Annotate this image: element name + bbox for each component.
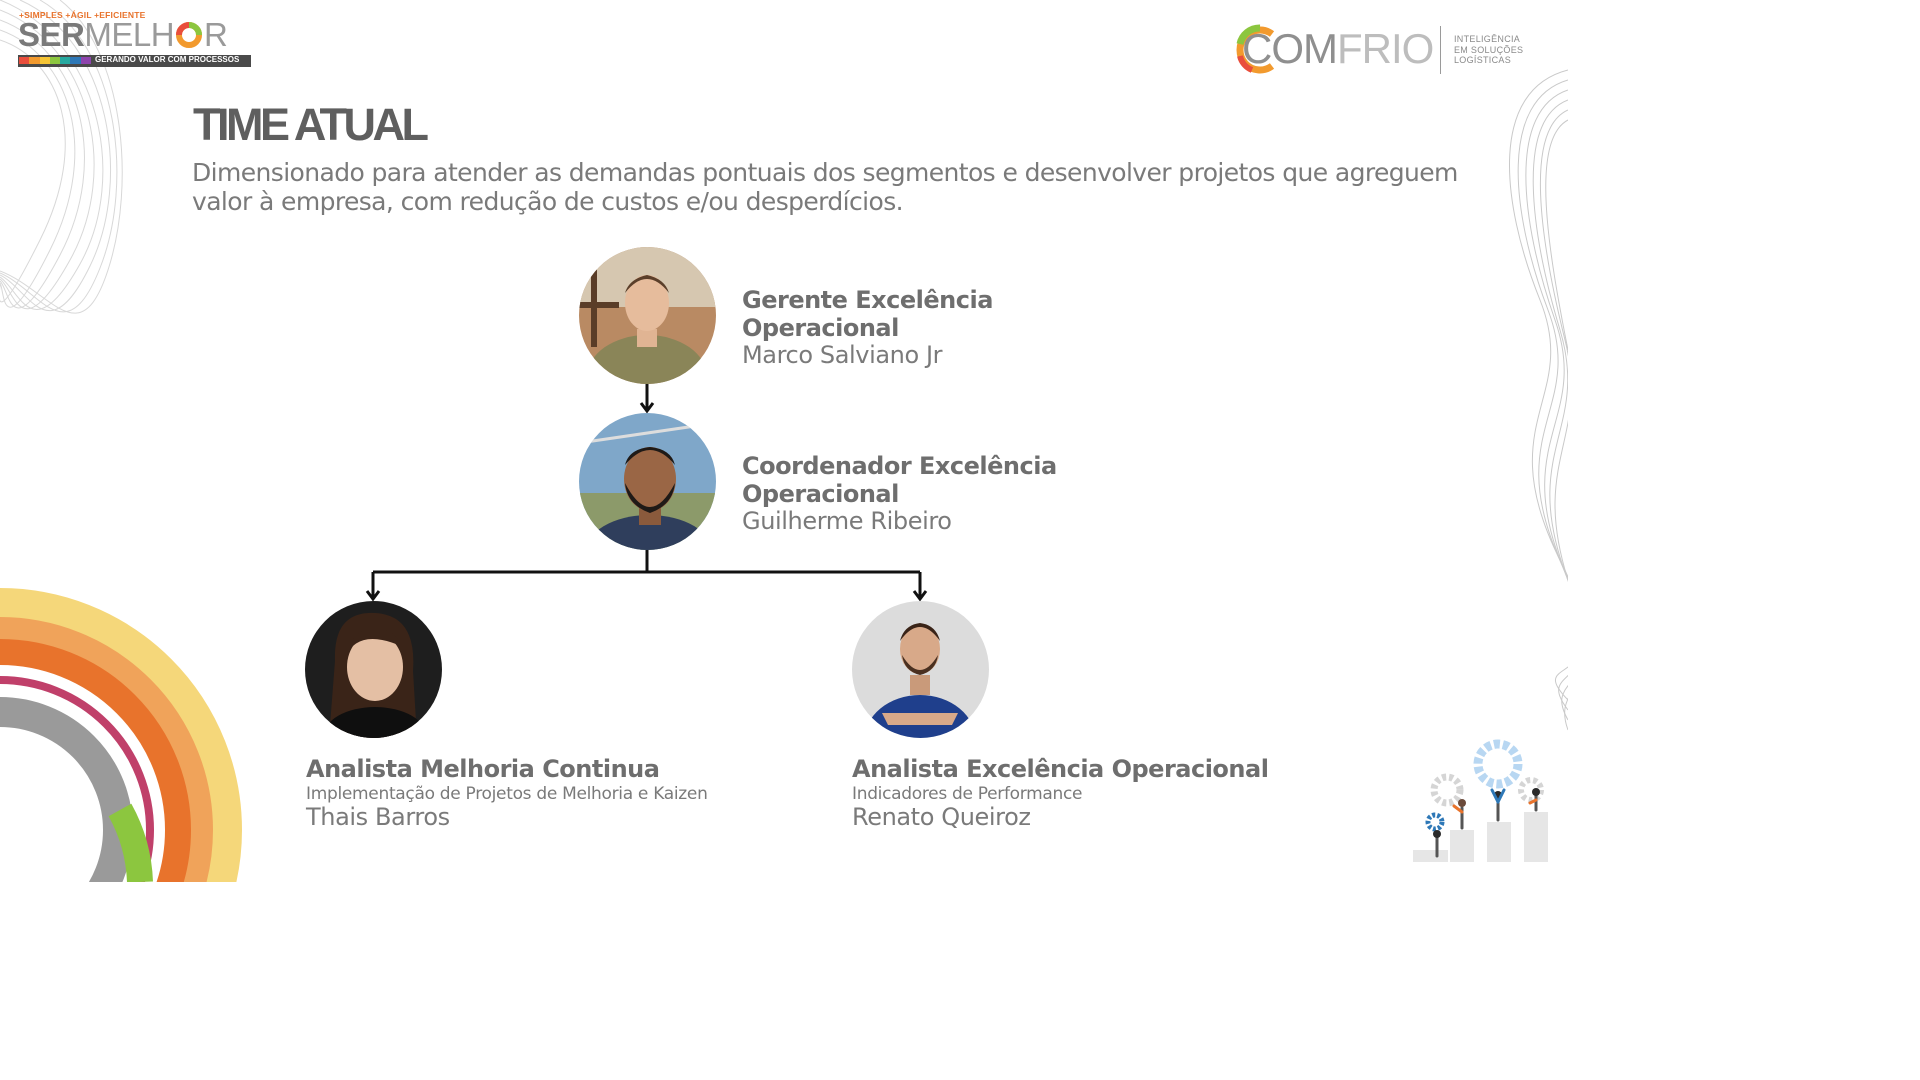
page-subtitle: Dimensionado para atender as demandas po…: [192, 158, 1458, 216]
background-line-art: [0, 0, 1568, 882]
comfrio-wordmark: COMFRIO: [1242, 25, 1434, 72]
sermelhor-tagline: GERANDO VALOR COM PROCESSOS: [95, 55, 240, 64]
comfrio-divider: [1440, 26, 1441, 74]
manager-name: Marco Salviano Jr: [742, 341, 943, 369]
analyst-right-name: Renato Queiroz: [852, 803, 1031, 831]
manager-avatar: [579, 247, 716, 384]
page-title: TIME ATUAL: [193, 99, 429, 150]
ring-logo-icon: [176, 22, 203, 48]
analyst-right-description: Indicadores de Performance: [852, 784, 1083, 804]
coordinator-avatar: [579, 413, 716, 550]
analyst-right-avatar: [852, 601, 989, 738]
sermelhor-tags: +SIMPLES +ÁGIL +EFICIENTE: [19, 10, 146, 20]
teamwork-gears-illustration: [1413, 739, 1548, 862]
analyst-left-description: Implementação de Projetos de Melhoria e …: [306, 784, 708, 804]
comfrio-swirl-icon: [1236, 24, 1275, 74]
org-chart-connectors: [365, 384, 928, 602]
coordinator-role: Coordenador Excelência Operacional: [742, 452, 1057, 508]
coordinator-name: Guilherme Ribeiro: [742, 507, 952, 535]
comfrio-tagline: INTELIGÊNCIA EM SOLUÇÕES LOGÍSTICAS: [1454, 34, 1524, 65]
analyst-left-name: Thais Barros: [306, 803, 450, 831]
comfrio-logo: COMFRIO INTELIGÊNCIA EM SOLUÇÕES LOGÍSTI…: [1232, 20, 1542, 80]
manager-role: Gerente Excelência Operacional: [742, 286, 993, 342]
sermelhor-color-stripes: [19, 57, 91, 64]
analyst-right-role: Analista Excelência Operacional: [852, 755, 1269, 783]
analyst-left-role: Analista Melhoria Continua: [306, 755, 660, 783]
analyst-left-avatar: [305, 601, 442, 738]
